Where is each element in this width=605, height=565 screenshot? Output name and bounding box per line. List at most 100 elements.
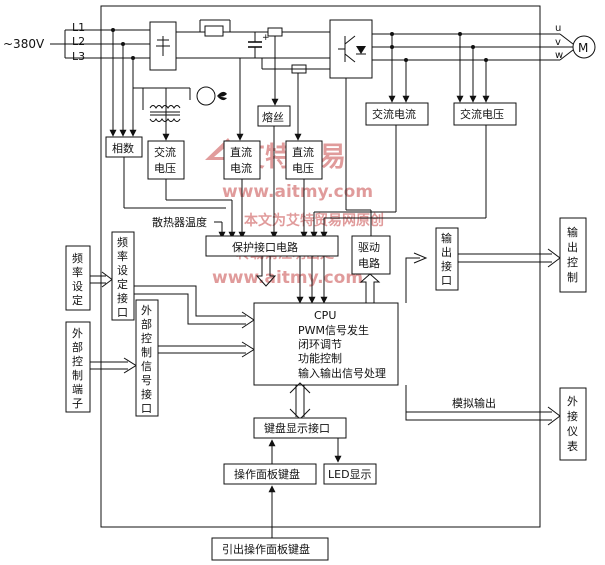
driver-line1: 驱动 [358,241,380,254]
ext-iface-char-5: 信 [141,360,152,373]
ext-iface-char-1: 外 [141,304,152,317]
ac-voltage-out-label: 交流电压 [460,107,504,121]
cpu-function-2: 闭环调节 [298,338,342,351]
output-interface-char-1: 输 [441,231,452,245]
ext-terminal-char-6: 子 [72,397,83,410]
ext-iface-to-cpu-arrow [158,341,255,358]
ext-terminal-char-4: 制 [72,369,83,382]
watermark-url-2: www.aitmy.com [212,268,363,288]
motor-icon: M [572,35,596,59]
output-control-char-3: 控 [567,255,578,269]
panel-keyboard-label: 操作面板键盘 [234,467,300,481]
ext-iface-char-4: 制 [141,346,152,359]
protection-to-cpu-arrows [255,256,381,304]
freq-setting-box [65,245,91,311]
dc-current-line2: 电流 [230,161,252,175]
heatsink-temp-label: 散热器温度 [152,215,207,229]
svg-text:+: + [262,33,270,43]
keyboard-display-iface-label: 键盘显示接口 [264,421,330,435]
phase-l1-label: L1 [72,21,85,34]
freq-iface-char-2: 率 [117,249,128,263]
ext-terminal-char-1: 外 [72,327,83,340]
ext-meter-box [559,387,587,461]
dc-current-box [223,140,261,180]
dc-voltage-line1: 直流 [292,145,314,159]
rectifier-icon [149,21,177,71]
ext-iface-char-3: 控 [141,331,152,345]
ext-meter-char-4: 表 [567,439,578,453]
ext-meter-char-3: 仪 [567,425,578,438]
freq-setting-char-3: 设 [72,280,83,293]
output-v-label: v [555,37,561,48]
ac-voltage-in-line2: 电压 [154,162,176,175]
freq-setting-char-2: 率 [72,265,83,279]
dc-voltage-line2: 电压 [292,162,314,175]
ext-terminal-char-3: 控 [72,354,83,368]
phase-l3-label: L3 [72,50,85,63]
driver-line2: 电路 [358,257,380,270]
panel-keyboard-box [223,463,317,485]
ext-terminal-char-5: 端 [72,383,83,396]
led-display-box [323,463,377,485]
ext-meter-char-1: 外 [567,395,578,408]
cpu-box [253,302,399,386]
remote-keyboard-label: 引出操作面板键盘 [222,542,310,556]
contactor-icon [199,19,231,32]
input-bus [50,28,150,137]
analog-output-label: 模拟输出 [452,396,496,410]
cpu-function-3: 功能控制 [298,351,342,365]
protection-circuit-box [205,235,339,257]
ext-control-signal-iface-box [135,299,159,417]
dc-current-line1: 直流 [230,145,252,159]
phase-l2-label: L2 [72,35,85,48]
ac-current-out-label: 交流电流 [372,107,416,121]
output-interface-char-3: 接 [441,260,452,273]
fuse-monitor-label: 熔丝 [262,110,284,124]
keyboard-display-iface-box [253,417,347,439]
ac-voltage-out-box [453,102,517,126]
supply-voltage-label: ~380V [3,37,45,51]
output-u-label: u [555,23,561,34]
cpu-function-4: 输入输出信号处理 [298,366,386,380]
output-control-arrow [458,248,561,268]
output-control-box [559,217,587,293]
freq-setting-char-1: 频 [72,251,83,265]
ext-terminal-arrow [90,357,137,374]
ext-iface-char-8: 口 [141,402,152,415]
protection-circuit-label: 保护接口电路 [232,240,298,254]
watermark-url: www.aitmy.com [222,182,373,202]
output-control-char-1: 输 [567,225,578,239]
charging-resistor-icon [204,25,224,37]
ac-voltage-in-line1: 交流 [154,145,176,159]
fuse-icon [267,27,283,37]
freq-iface-char-5: 接 [117,292,128,305]
inverter-enclosure [100,5,541,528]
ac-voltage-in-box [147,140,185,180]
output-interface-box [435,227,459,291]
cpu-to-output-arrow [405,257,420,303]
freq-iface-char-6: 口 [117,306,128,319]
inverter-bridge-icon [329,19,373,79]
output-w-label: w [555,50,563,61]
output-control-char-2: 出 [567,240,578,254]
ext-meter-char-2: 接 [567,410,578,423]
dc-capacitor-icon: + [248,32,270,58]
cpu-function-1: PWM信号发生 [298,323,369,337]
ext-iface-char-7: 接 [141,388,152,401]
freq-iface-char-1: 频 [117,235,128,249]
cpu-title: CPU [314,309,336,322]
ext-iface-char-2: 部 [141,317,152,331]
ext-terminal-char-2: 部 [72,340,83,354]
freq-iface-char-4: 定 [117,277,128,291]
output-interface-char-4: 口 [441,274,452,287]
dc-voltage-box [285,140,323,180]
freq-setting-char-4: 定 [72,293,83,307]
phase-sequence-label: 相数 [112,142,134,155]
motor-label: M [578,41,588,55]
output-bus [372,32,574,103]
fan-icon [196,86,227,106]
remote-keyboard-box [211,537,329,561]
output-interface-char-2: 出 [441,245,452,259]
ac-current-out-box [365,102,429,126]
